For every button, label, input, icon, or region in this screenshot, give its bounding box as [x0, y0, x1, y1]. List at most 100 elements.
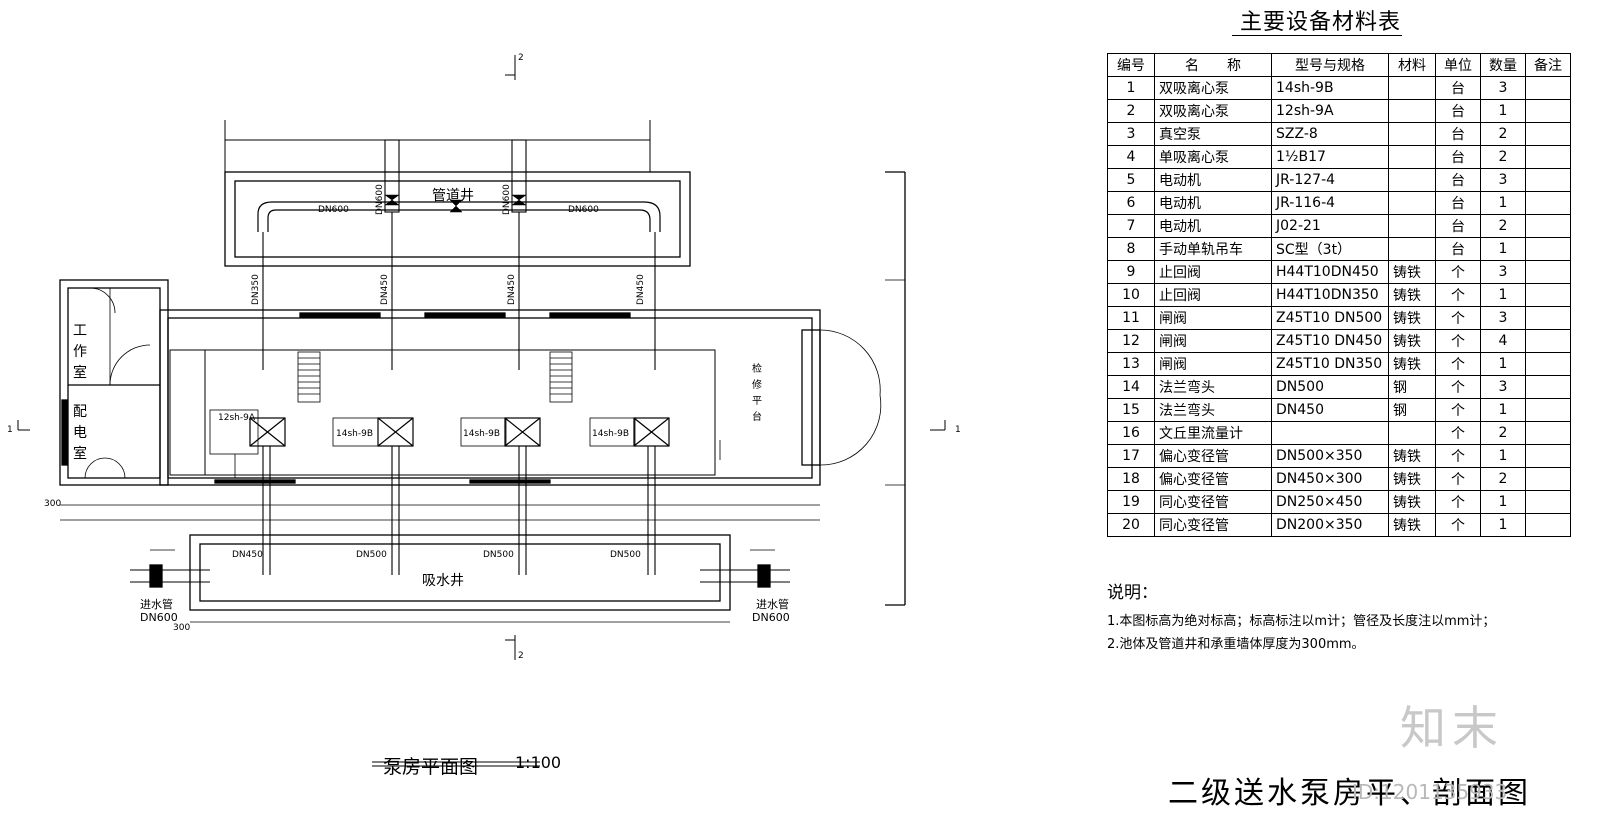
table-cell: H44T10DN450 [1271, 260, 1389, 284]
table-cell: 偏心变径管 [1154, 467, 1272, 491]
table-cell: 5 [1107, 168, 1155, 192]
table-cell: JR-127-4 [1271, 168, 1389, 192]
pump-room-wall [159, 309, 821, 486]
discharge-size: DN450 [636, 274, 646, 305]
table-cell: JR-116-4 [1271, 191, 1389, 215]
table-cell [1525, 237, 1571, 261]
table-cell: 1 [1480, 99, 1526, 123]
table-cell [1525, 421, 1571, 445]
table-cell: 2 [1480, 467, 1526, 491]
table-cell [1525, 76, 1571, 100]
table-cell: DN450×300 [1271, 467, 1389, 491]
table-cell: 同心变径管 [1154, 490, 1272, 514]
table-cell: 12 [1107, 329, 1155, 353]
svg-text:修: 修 [752, 378, 762, 391]
suction-well-label: 吸水井 [422, 573, 464, 589]
table-cell: 1 [1107, 76, 1155, 100]
table-cell: 铸铁 [1388, 467, 1436, 491]
table-cell [1525, 122, 1571, 146]
table-cell [1388, 99, 1436, 123]
pump-label: 12sh-9A [218, 413, 256, 423]
table-cell: 个 [1435, 513, 1481, 537]
table-cell [1388, 214, 1436, 238]
table-cell: 3 [1480, 76, 1526, 100]
table-header-row: 编号 名 称 型号与规格 材料 单位 数量 备注 [1107, 53, 1571, 77]
table-cell: 铸铁 [1388, 283, 1436, 307]
table-cell: 铸铁 [1388, 444, 1436, 468]
table-cell: 1½B17 [1271, 145, 1389, 169]
table-cell: 个 [1435, 283, 1481, 307]
table-cell: 个 [1435, 260, 1481, 284]
discharge-size: DN350 [251, 274, 261, 305]
table-cell: 铸铁 [1388, 260, 1436, 284]
table-cell: SZZ-8 [1271, 122, 1389, 146]
col-header: 备注 [1525, 53, 1571, 77]
table-cell: 1 [1480, 237, 1526, 261]
drawing-title: 二级送水泵房平、剖面图 [1168, 776, 1531, 811]
table-cell: 1 [1480, 352, 1526, 376]
table-cell: 台 [1435, 99, 1481, 123]
table-cell: 闸阀 [1154, 352, 1272, 376]
suction-well-wall [189, 534, 731, 611]
table-cell: Z45T10 DN500 [1271, 306, 1389, 330]
table-cell [1525, 513, 1571, 537]
table-cell [1525, 375, 1571, 399]
table-cell: 台 [1435, 76, 1481, 100]
table-cell: 3 [1480, 375, 1526, 399]
table-cell: 1 [1480, 444, 1526, 468]
table-cell: 个 [1435, 352, 1481, 376]
pipe-well-label: 管道井 [432, 188, 474, 204]
watermark-logo: 知末 [1400, 701, 1504, 755]
plan-title: 泵房平面图 [383, 756, 479, 778]
section-mark-1-right: 1 [955, 425, 961, 435]
table-cell [1271, 421, 1389, 445]
table-cell: 3 [1480, 168, 1526, 192]
table-cell: 台 [1435, 145, 1481, 169]
table-cell: 2 [1107, 99, 1155, 123]
table-cell: DN500×350 [1271, 444, 1389, 468]
suction-size: DN500 [483, 550, 514, 560]
table-cell [1525, 283, 1571, 307]
table-cell: 铸铁 [1388, 306, 1436, 330]
header-left-size: DN600 [318, 205, 349, 215]
table-cell: 16 [1107, 421, 1155, 445]
section-mark-2-bottom: 2 [518, 651, 524, 661]
table-cell: 14 [1107, 375, 1155, 399]
title-underline [1232, 35, 1402, 36]
side-rooms-wall [59, 279, 169, 486]
inlet-size-right: DN600 [752, 611, 790, 624]
plan-scale: 1:100 [515, 753, 562, 772]
dimension-300-bottom: 300 [173, 623, 190, 633]
table-cell: 台 [1435, 168, 1481, 192]
suction-size: DN500 [356, 550, 387, 560]
table-cell: 15 [1107, 398, 1155, 422]
table-cell: 单吸离心泵 [1154, 145, 1272, 169]
table-cell: 手动单轨吊车 [1154, 237, 1272, 261]
col-header: 材料 [1388, 53, 1436, 77]
section-mark-2-top: 2 [518, 53, 524, 63]
table-cell: 铸铁 [1388, 490, 1436, 514]
table-cell: 止回阀 [1154, 260, 1272, 284]
table-cell: 电动机 [1154, 168, 1272, 192]
table-cell [1388, 76, 1436, 100]
table-cell: 台 [1435, 237, 1481, 261]
table-cell: SC型（3t） [1271, 237, 1389, 261]
table-cell: 13 [1107, 352, 1155, 376]
table-cell: J02-21 [1271, 214, 1389, 238]
table-cell [1525, 214, 1571, 238]
table-cell: 1 [1480, 398, 1526, 422]
table-cell: 19 [1107, 490, 1155, 514]
table-cell: 双吸离心泵 [1154, 76, 1272, 100]
table-cell: Z45T10 DN450 [1271, 329, 1389, 353]
col-header: 名 称 [1154, 53, 1272, 77]
table-cell [1525, 490, 1571, 514]
work-room-label: 工 作 室 [73, 323, 87, 381]
